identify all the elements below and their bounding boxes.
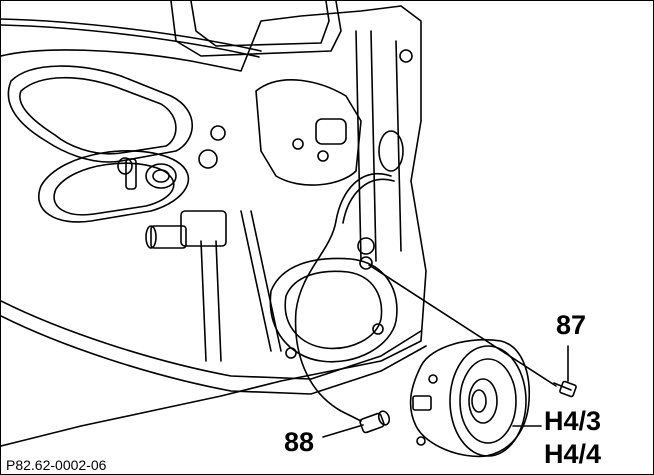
loudspeaker xyxy=(409,338,531,458)
door-inner-panel xyxy=(1,5,427,447)
oval-cutout xyxy=(38,150,190,223)
reference-code: P82.62-0002-06 xyxy=(6,457,107,473)
callout-h4-3: H4/3 xyxy=(544,406,602,436)
wire-plug xyxy=(359,410,391,434)
callout-87: 87 xyxy=(556,310,587,340)
assembly-leader xyxy=(368,264,557,387)
window-frame-inner xyxy=(190,1,330,47)
top-cable xyxy=(1,18,262,52)
speaker-wire xyxy=(294,173,392,422)
callout-h4-4: H4/4 xyxy=(544,439,602,469)
leader-88 xyxy=(322,424,364,438)
regulator-rail-left xyxy=(200,240,222,362)
callout-88: 88 xyxy=(284,427,315,457)
regulator-rail-right xyxy=(240,210,282,352)
window-motor xyxy=(145,210,227,249)
window-frame xyxy=(170,1,342,57)
door-sill xyxy=(1,300,422,380)
speaker-mount-cutout xyxy=(269,256,398,363)
left-cutout xyxy=(7,65,194,163)
mounting-bolt xyxy=(553,380,577,398)
